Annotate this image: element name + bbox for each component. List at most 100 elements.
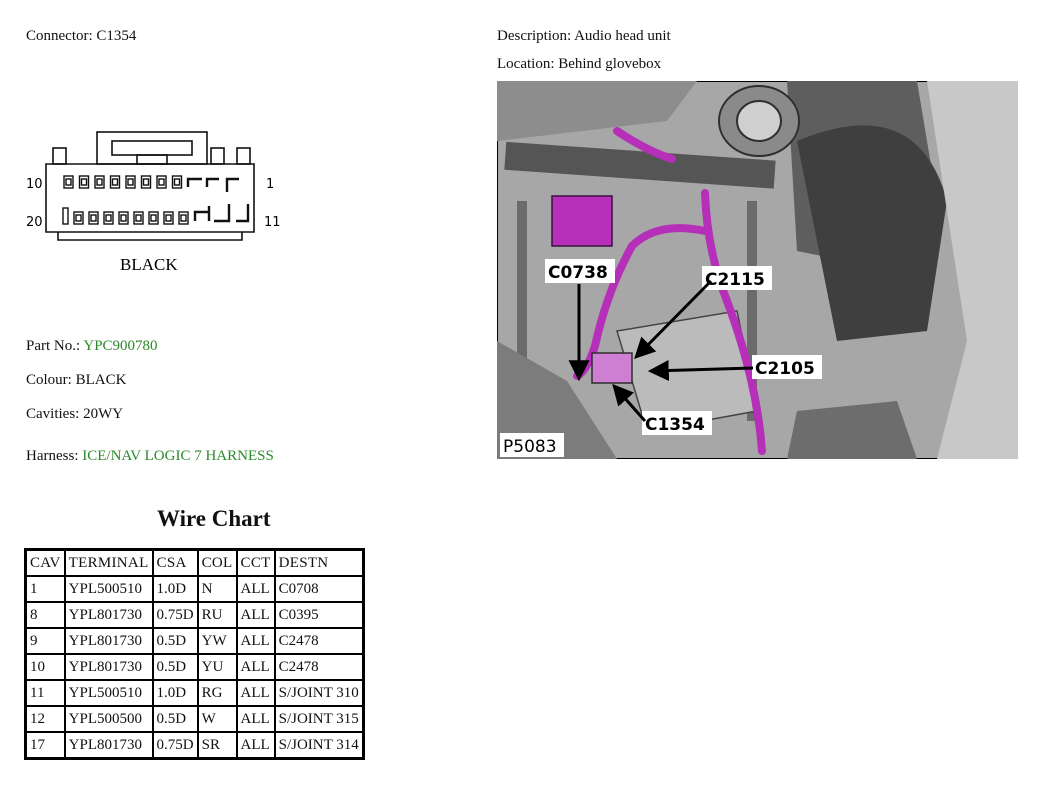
- table-cell: 8: [24, 601, 66, 629]
- table-cell: 9: [24, 627, 66, 655]
- table-cell: 17: [24, 731, 66, 760]
- table-cell: YPL500510: [63, 679, 154, 707]
- table-cell: S/JOINT 310: [273, 679, 365, 707]
- table-cell: 12: [24, 705, 66, 733]
- connector-pin: [109, 175, 121, 189]
- connector-pin-slot: [80, 178, 88, 186]
- connector-pin-slot: [96, 178, 103, 186]
- table-cell: YPL801730: [63, 653, 154, 681]
- connector-pin: [62, 207, 69, 225]
- part-number-label: Part No.:: [26, 338, 81, 354]
- table-cell: 0.5D: [151, 627, 199, 655]
- harness-label: Harness:: [26, 448, 79, 464]
- connector-pin-slot: [158, 178, 165, 186]
- table-cell: SR: [196, 731, 238, 760]
- table-cell: ALL: [235, 627, 276, 655]
- connector-label: Connector: C1354: [26, 28, 137, 44]
- connector-pin-slot: [120, 214, 127, 222]
- connector-pin-slot: [180, 214, 187, 222]
- table-cell: ALL: [235, 731, 276, 760]
- table-cell: S/JOINT 315: [273, 705, 365, 733]
- table-cell: 10: [24, 653, 66, 681]
- table-cell: ALL: [235, 601, 276, 629]
- part-number: Part No.: YPC900780: [26, 337, 158, 355]
- table-cell: ALL: [235, 705, 276, 733]
- colour-line: Colour: BLACK: [26, 372, 127, 388]
- location-label: Location: Behind glovebox: [497, 56, 662, 72]
- column-header-terminal: TERMINAL: [63, 548, 154, 577]
- table-cell: C2478: [273, 653, 365, 681]
- connector-pin: [118, 211, 129, 225]
- connector-pin-slot: [65, 178, 72, 186]
- cavities-line: Cavities: 20WY: [26, 406, 124, 422]
- column-header-col: COL: [196, 548, 238, 577]
- location-photo: C0738 C2115 C2105 C1354 P5083: [497, 81, 1018, 459]
- table-cell: C0708: [273, 575, 365, 603]
- connector-pin-slot: [135, 214, 142, 222]
- table-cell: 0.5D: [151, 705, 199, 733]
- connector-pin-slot: [90, 214, 97, 222]
- table-cell: YU: [196, 653, 238, 681]
- table-cell: ALL: [235, 575, 276, 603]
- table-cell: 1.0D: [151, 575, 199, 603]
- connector-pin-slot: [165, 214, 172, 222]
- photo-ref: P5083: [503, 437, 557, 457]
- connector-pin: [125, 175, 136, 189]
- table-cell: YPL801730: [63, 627, 154, 655]
- table-cell: 0.75D: [151, 731, 199, 760]
- table-cell: S/JOINT 314: [273, 731, 365, 760]
- column-header-cct: CCT: [235, 548, 276, 577]
- connector-pin: [171, 175, 183, 189]
- connector-color-label: BLACK: [120, 255, 178, 274]
- harness-link[interactable]: ICE/NAV LOGIC 7 HARNESS: [82, 448, 274, 464]
- callout-c2105: C2105: [755, 359, 815, 379]
- connector-pin: [63, 175, 74, 189]
- column-header-destn: DESTN: [273, 548, 365, 577]
- table-cell: 1: [24, 575, 66, 603]
- description-label: Description: Audio head unit: [497, 28, 671, 44]
- pin-label-10: 10: [26, 177, 43, 192]
- connector-pin-slot: [127, 178, 134, 186]
- connector-pin: [78, 175, 90, 189]
- table-cell: YPL801730: [63, 731, 154, 760]
- callout-c0738: C0738: [548, 263, 608, 283]
- table-cell: ALL: [235, 653, 276, 681]
- table-cell: C2478: [273, 627, 365, 655]
- table-cell: C0395: [273, 601, 365, 629]
- table-cell: W: [196, 705, 238, 733]
- connector-pin: [163, 211, 174, 225]
- callout-c1354: C1354: [645, 415, 705, 435]
- pin-label-20: 20: [26, 215, 43, 230]
- table-cell: YPL500510: [63, 575, 154, 603]
- table-cell: YW: [196, 627, 238, 655]
- connector-pin-slot: [111, 178, 119, 186]
- connector-pin: [156, 175, 167, 189]
- connector-pin-slot: [105, 214, 112, 222]
- column-header-csa: CSA: [151, 548, 199, 577]
- connector-pin: [88, 211, 99, 225]
- connector-pin: [73, 211, 84, 225]
- connector-pin: [140, 175, 152, 189]
- connector-pin: [103, 211, 114, 225]
- wire-chart-title: Wire Chart: [157, 506, 271, 531]
- table-cell: ALL: [235, 679, 276, 707]
- harness-line: Harness: ICE/NAV LOGIC 7 HARNESS: [26, 447, 274, 465]
- part-number-link[interactable]: YPC900780: [83, 338, 158, 354]
- connector-pin: [133, 211, 144, 225]
- connector-pin: [178, 211, 189, 225]
- table-cell: 0.5D: [151, 653, 199, 681]
- table-cell: YPL801730: [63, 601, 154, 629]
- connector-pin: [94, 175, 105, 189]
- connector-pin-slot: [150, 214, 157, 222]
- pin-label-1: 1: [266, 177, 274, 192]
- column-header-cav: CAV: [24, 548, 66, 577]
- table-cell: YPL500500: [63, 705, 154, 733]
